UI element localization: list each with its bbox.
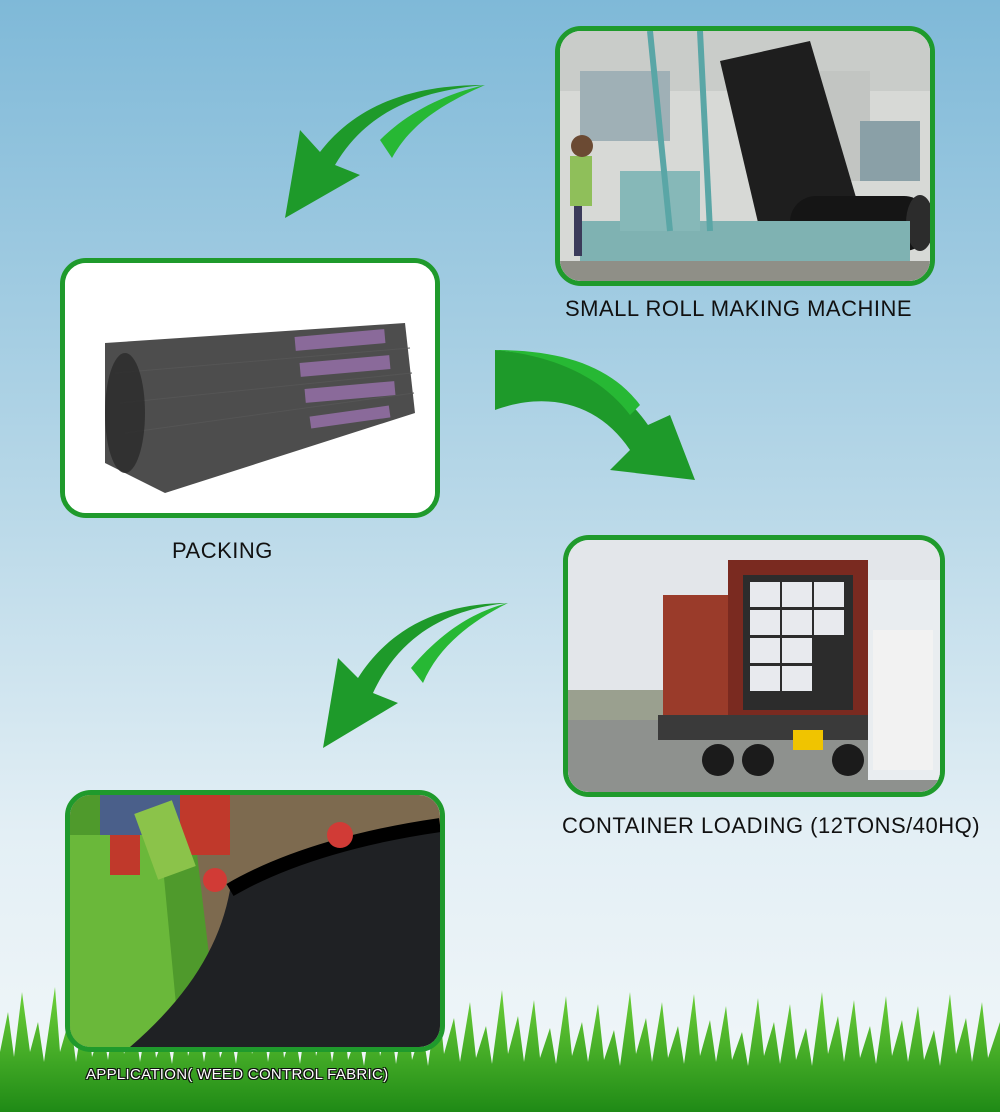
container-caption: CONTAINER LOADING (12TONS/40HQ) xyxy=(562,813,981,838)
application-photo-card xyxy=(65,790,445,1052)
grass-decoration xyxy=(0,987,1000,1112)
machine-photo-card xyxy=(555,26,935,286)
container-photo-card xyxy=(563,535,945,797)
packing-photo xyxy=(65,263,435,513)
machine-photo xyxy=(560,31,930,281)
arrow-machine-to-packing-icon xyxy=(285,85,485,218)
arrow-container-to-application-icon xyxy=(323,603,508,748)
machine-caption: SMALL ROLL MAKING MACHINE xyxy=(565,296,913,321)
arrow-packing-to-container-icon xyxy=(495,350,695,480)
application-caption: APPLICATION( WEED CONTROL FABRIC) xyxy=(86,1066,389,1083)
packing-caption: PACKING xyxy=(172,538,273,563)
application-photo xyxy=(70,795,440,1047)
container-photo xyxy=(568,540,940,792)
packing-photo-card xyxy=(60,258,440,518)
